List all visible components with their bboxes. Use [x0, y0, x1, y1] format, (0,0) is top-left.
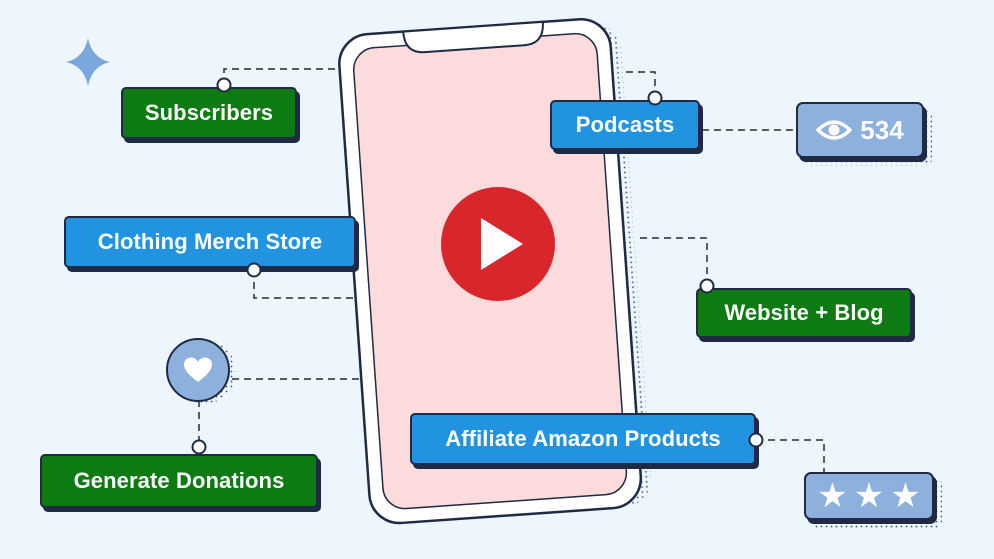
- affiliate-products-pill: Affiliate Amazon Products: [410, 413, 756, 465]
- subscribers-label: Subscribers: [144, 100, 274, 125]
- play-button-icon: [441, 187, 555, 301]
- donations-label: Generate Donations: [73, 468, 285, 493]
- phone-notch: [402, 20, 544, 54]
- node-podcasts: [647, 90, 663, 106]
- donations-pill: Generate Donations: [40, 454, 318, 508]
- node-subscribers: [216, 77, 232, 93]
- star-icon: ★: [817, 477, 848, 515]
- views-badge: 534: [796, 102, 924, 158]
- star-icon: ★: [853, 477, 885, 515]
- connector-website: [640, 237, 708, 286]
- views-count: 534: [860, 114, 904, 145]
- clothing-merch-pill: Clothing Merch Store: [64, 216, 356, 268]
- node-affiliate: [748, 432, 764, 448]
- podcasts-label: Podcasts: [575, 112, 675, 137]
- website-blog-label: Website + Blog: [724, 300, 884, 325]
- heart-icon: [184, 357, 212, 382]
- eye-icon: [816, 120, 853, 140]
- node-clothing: [246, 262, 262, 278]
- sparkle-icon: [66, 38, 110, 86]
- clothing-merch-label: Clothing Merch Store: [97, 229, 323, 254]
- heart-badge: [166, 338, 230, 402]
- node-website: [699, 278, 715, 294]
- node-donations: [191, 439, 207, 455]
- affiliate-products-label: Affiliate Amazon Products: [445, 426, 721, 451]
- star-icon: ★: [890, 477, 921, 515]
- connector-clothing: [253, 270, 360, 299]
- subscribers-pill: Subscribers: [121, 87, 297, 139]
- website-blog-pill: Website + Blog: [696, 288, 912, 338]
- podcasts-pill: Podcasts: [550, 100, 700, 150]
- connector-podcasts: [625, 71, 656, 98]
- rating-badge: ★ ★ ★: [804, 472, 934, 520]
